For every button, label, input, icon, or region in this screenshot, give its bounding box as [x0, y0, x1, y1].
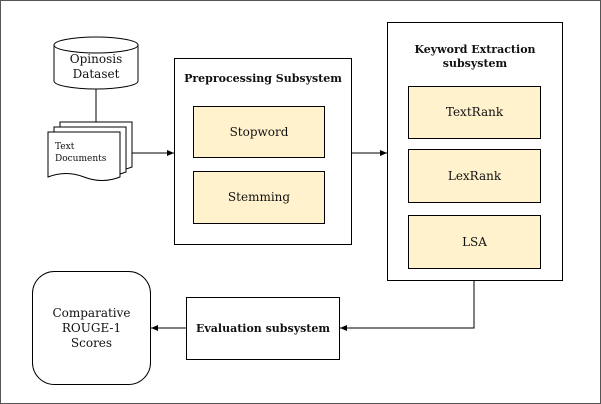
keyword-extraction-title: Keyword Extraction subsystem — [388, 40, 562, 74]
lexrank-label: LexRank — [447, 168, 502, 183]
stopword-box — [193, 106, 325, 158]
documents-label-line1: Text — [55, 142, 75, 152]
documents-label: Text Documents — [55, 142, 119, 170]
stemming-box — [193, 171, 325, 224]
textrank-label: TextRank — [445, 105, 504, 119]
output-scores-box — [32, 271, 151, 385]
dataset-label-line1: Opinosis — [69, 52, 123, 66]
output-scores-line1: Comparative — [52, 305, 131, 320]
lexrank-box — [408, 149, 541, 203]
documents-label-line2: Documents — [55, 153, 107, 164]
dataset-cylinder — [53, 36, 139, 90]
lsa-label: LSA — [462, 234, 487, 249]
stemming-label: Stemming — [227, 190, 291, 204]
textrank-box — [408, 86, 541, 139]
dataset-label-line2: Dataset — [72, 67, 120, 81]
preprocessing-title: Preprocessing Subsystem — [184, 72, 342, 86]
documents-stack — [47, 121, 133, 181]
dataset-label: Opinosis Dataset — [54, 50, 138, 84]
lsa-box — [408, 215, 541, 269]
output-scores-line2: ROUGE-1 — [61, 320, 122, 335]
output-scores-label: Comparative ROUGE-1 Scores — [33, 300, 150, 356]
output-scores-line3: Scores — [70, 335, 113, 350]
keyword-to-evaluation-arrow — [340, 281, 475, 331]
keyword-extraction-title-line2: subsystem — [442, 57, 508, 70]
evaluation-box — [186, 297, 340, 360]
evaluation-title: Evaluation subsystem — [195, 321, 330, 335]
stopword-label: Stopword — [229, 124, 289, 139]
keyword-extraction-title-line1: Keyword Extraction — [414, 43, 536, 57]
